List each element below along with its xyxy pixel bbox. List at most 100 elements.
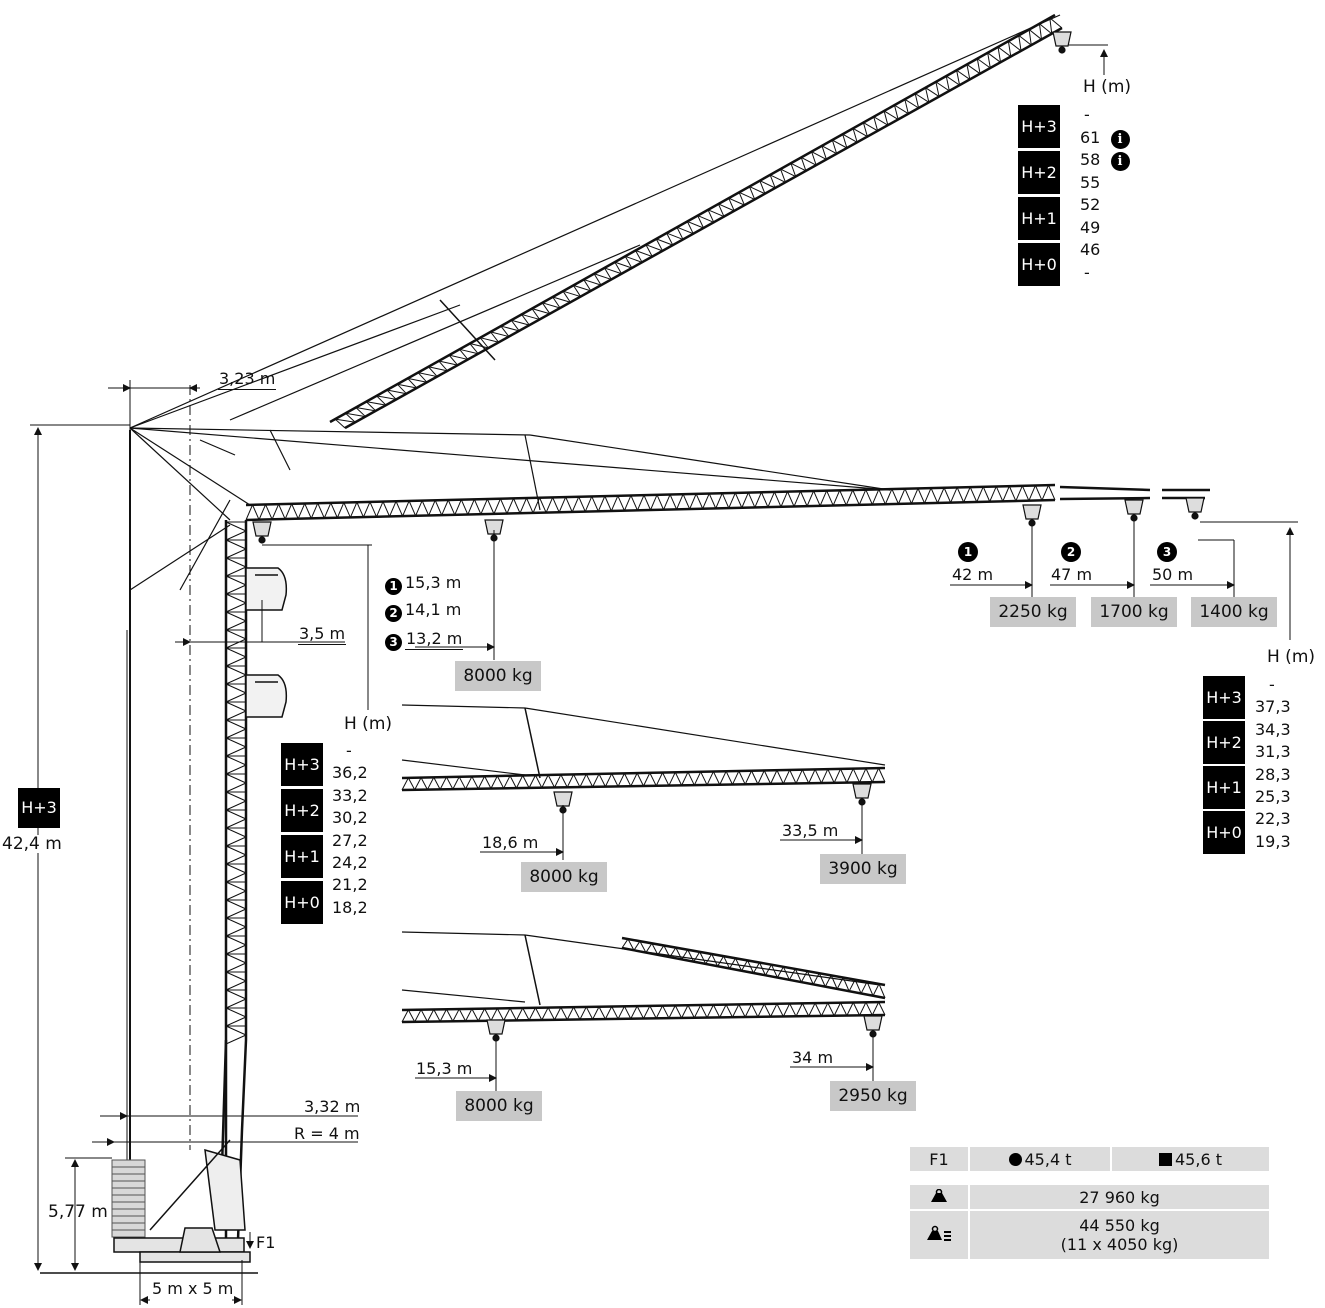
low-radius-1: 15,3 m (416, 1059, 473, 1078)
base-offset-dimension: 3,32 m (304, 1097, 361, 1116)
spec-square-cell: 45,6 t (1110, 1145, 1271, 1173)
top-height-values: - 61 i 58 i 55 52 49 46 - (1080, 104, 1130, 284)
left-height-values: - 36,2 33,2 30,2 27,2 24,2 21,2 18,2 (332, 740, 368, 919)
counter-mast (126, 430, 131, 1160)
radius-dimension: R = 4 m (294, 1124, 360, 1143)
square-icon (1159, 1152, 1172, 1166)
ballast-icon (908, 1209, 970, 1261)
right-value-3: 31,3 (1255, 742, 1291, 762)
force-label: F1 (256, 1233, 276, 1252)
right-block-h0: H+0 (1203, 811, 1245, 854)
info-icon[interactable]: i (1110, 152, 1130, 171)
tip-marker-2: 2 (1061, 540, 1084, 562)
spec-square-value: 45,6 t (1175, 1149, 1222, 1169)
tip-load-1: 2250 kg (990, 597, 1076, 627)
total-height-dimension: 42,4 m (2, 834, 62, 854)
top-block-h1: H+1 (1018, 197, 1060, 240)
spec-circle-value: 45,4 t (1024, 1149, 1072, 1169)
left-value-5: 24,2 (332, 853, 368, 873)
counterweight-icon (908, 1183, 970, 1211)
min-radius-1-value: 15,3 m (405, 573, 462, 592)
right-value-7: 19,3 (1255, 831, 1291, 851)
cabin-lower (245, 674, 288, 718)
mid-radius-2: 33,5 m (782, 821, 839, 840)
marker-1-icon: 1 (385, 578, 402, 595)
spec-table: F1 45,4 t 45,6 t 27 960 kg 44 550 kg (11… (908, 1145, 1271, 1261)
top-value-3: 55 (1080, 172, 1101, 192)
right-value-2: 34,3 (1255, 719, 1291, 739)
top-value-5: 49 (1080, 217, 1101, 237)
top-block-h2: H+2 (1018, 151, 1060, 194)
low-load-1: 8000 kg (456, 1091, 542, 1121)
right-value-0: - (1269, 675, 1275, 694)
spec-counterweight: 27 960 kg (968, 1183, 1271, 1211)
cabin-upper (245, 567, 288, 611)
mid-jib (401, 704, 886, 792)
main-min-load: 8000 kg (455, 661, 541, 691)
tip-radius-1: 42 m (952, 565, 994, 584)
tip-marker-1: 1 (958, 540, 981, 562)
top-value-2-row: 58 i (1080, 149, 1130, 172)
right-value-5: 25,3 (1255, 787, 1291, 807)
right-block-h3: H+3 (1203, 676, 1245, 719)
top-block-h0: H+0 (1018, 243, 1060, 286)
right-height-values: - 37,3 34,3 31,3 28,3 25,3 22,3 19,3 (1255, 674, 1291, 853)
marker-2-icon: 2 (385, 605, 402, 622)
tip-load-2: 1700 kg (1091, 597, 1177, 627)
left-block-h0: H+0 (281, 881, 323, 924)
hook-blocks (252, 31, 1205, 1042)
main-jib (245, 483, 1210, 522)
left-value-3: 30,2 (332, 808, 368, 828)
total-height-block: H+3 (18, 788, 60, 828)
left-height-label: H (m) (344, 714, 393, 734)
right-block-h2: H+2 (1203, 721, 1245, 764)
ballast-stack (111, 1159, 146, 1238)
top-height-label: H (m) (1083, 77, 1132, 97)
mid-load-2: 3900 kg (820, 854, 906, 884)
spec-ballast-detail: (11 x 4050 kg) (1060, 1235, 1179, 1254)
spec-ballast: 44 550 kg (1079, 1216, 1160, 1235)
tip-radius-2: 47 m (1051, 565, 1093, 584)
marker-3-icon: 3 (385, 634, 402, 651)
right-value-4: 28,3 (1255, 764, 1291, 784)
top-value-1-row: 61 i (1080, 127, 1130, 150)
min-radius-3-value: 13,2 m (405, 629, 464, 650)
left-value-7: 18,2 (332, 897, 368, 917)
tip-radius-3: 50 m (1152, 565, 1194, 584)
circle-icon (1008, 1152, 1022, 1166)
left-value-6: 21,2 (332, 875, 368, 895)
low-load-2: 2950 kg (830, 1081, 916, 1111)
cab-offset-dimension: 3,5 m (298, 624, 347, 645)
mid-load-1: 8000 kg (521, 862, 607, 892)
mid-radius-1: 18,6 m (482, 833, 539, 852)
right-block-h1: H+1 (1203, 766, 1245, 809)
spec-circle-cell: 45,4 t (968, 1145, 1112, 1173)
low-radius-2: 34 m (792, 1048, 834, 1067)
top-value-6: 46 (1080, 240, 1101, 259)
info-icon[interactable]: i (1110, 129, 1130, 149)
marker-3-icon: 3 (1157, 542, 1177, 562)
left-block-h3: H+3 (281, 743, 323, 786)
tip-marker-3: 3 (1157, 540, 1180, 562)
offset-top-dimension: 3,23 m (218, 369, 277, 390)
tie-rods (129, 14, 1061, 591)
base-size-dimension: 5 m x 5 m (152, 1279, 234, 1298)
right-height-label: H (m) (1267, 647, 1316, 667)
ballast-height-dimension: 5,77 m (48, 1202, 108, 1222)
top-value-2: 58 (1080, 150, 1101, 169)
left-block-h1: H+1 (281, 835, 323, 878)
top-value-7: - (1084, 262, 1090, 282)
top-value-4: 52 (1080, 195, 1101, 214)
raised-jib (229, 13, 1063, 430)
left-value-0: - (346, 741, 352, 760)
min-radius-2-value: 14,1 m (405, 600, 462, 619)
tip-load-3: 1400 kg (1191, 597, 1277, 627)
crane-base (113, 1139, 251, 1263)
mast (218, 520, 248, 1241)
left-value-2: 33,2 (332, 785, 368, 805)
right-value-6: 22,3 (1255, 809, 1291, 829)
top-value-1: 61 (1080, 127, 1101, 147)
